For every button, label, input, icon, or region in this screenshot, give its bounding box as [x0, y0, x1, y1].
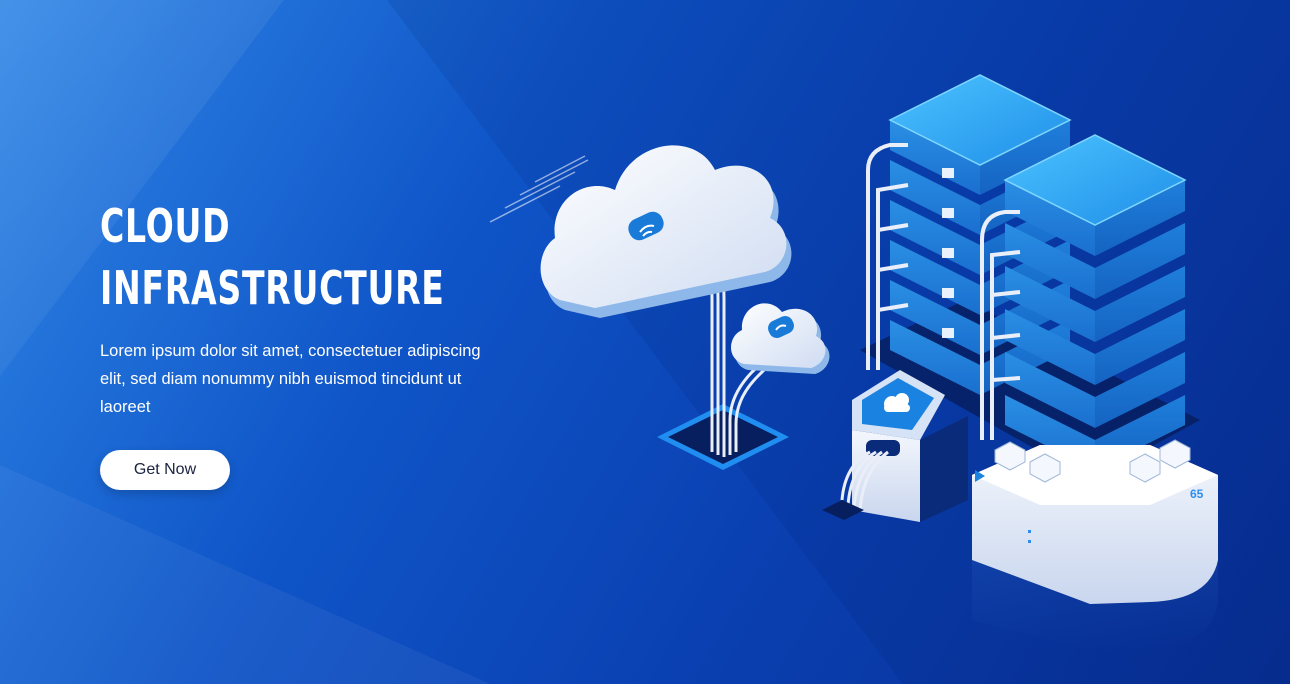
get-now-button[interactable]: Get Now [100, 450, 230, 490]
server-port [942, 208, 954, 218]
server-tower-front [1003, 134, 1187, 470]
server-tower-back [888, 74, 1072, 395]
server-port [942, 248, 954, 258]
server-unit [1005, 309, 1185, 385]
server-unit [890, 120, 1070, 195]
storage-base-unit: 65 [972, 439, 1218, 652]
server-unit-label: 65 [1190, 487, 1204, 501]
cloud-icon [884, 393, 910, 412]
hero-section: CLOUD INFRASTRUCTURE Lorem ipsum dolor s… [100, 195, 520, 490]
motion-line [519, 159, 589, 196]
server-top [1003, 134, 1187, 226]
data-module-icon [1159, 439, 1191, 469]
data-module-icon [994, 441, 1026, 471]
cloud-icon-small [731, 303, 830, 374]
status-led [1028, 530, 1031, 533]
server-port [942, 288, 954, 298]
motion-line [489, 185, 561, 223]
status-led [1028, 540, 1031, 543]
kiosk-terminal [822, 370, 968, 522]
server-port [942, 168, 954, 178]
motion-line [534, 155, 586, 183]
arrow-indicator [975, 470, 985, 482]
hero-title-line-1: CLOUD [100, 199, 231, 253]
server-unit [1005, 223, 1185, 299]
wifi-icon [768, 315, 794, 339]
wifi-icon [628, 211, 664, 241]
rack-cables-back [866, 143, 909, 370]
server-unit [1005, 180, 1185, 256]
motion-line [504, 171, 576, 209]
data-module-icon [1129, 453, 1161, 483]
server-unit [1005, 352, 1185, 428]
hero-title-line-2: INFRASTRUCTURE [100, 261, 445, 315]
server-port [942, 328, 954, 338]
server-top [888, 74, 1072, 166]
data-module-icon [1029, 453, 1061, 483]
rack-cables-front [980, 210, 1021, 440]
hero-title: CLOUD INFRASTRUCTURE [100, 195, 445, 319]
cloud-icon [540, 145, 792, 318]
hero-description: Lorem ipsum dolor sit amet, consectetuer… [100, 342, 481, 416]
server-unit [1005, 266, 1185, 342]
